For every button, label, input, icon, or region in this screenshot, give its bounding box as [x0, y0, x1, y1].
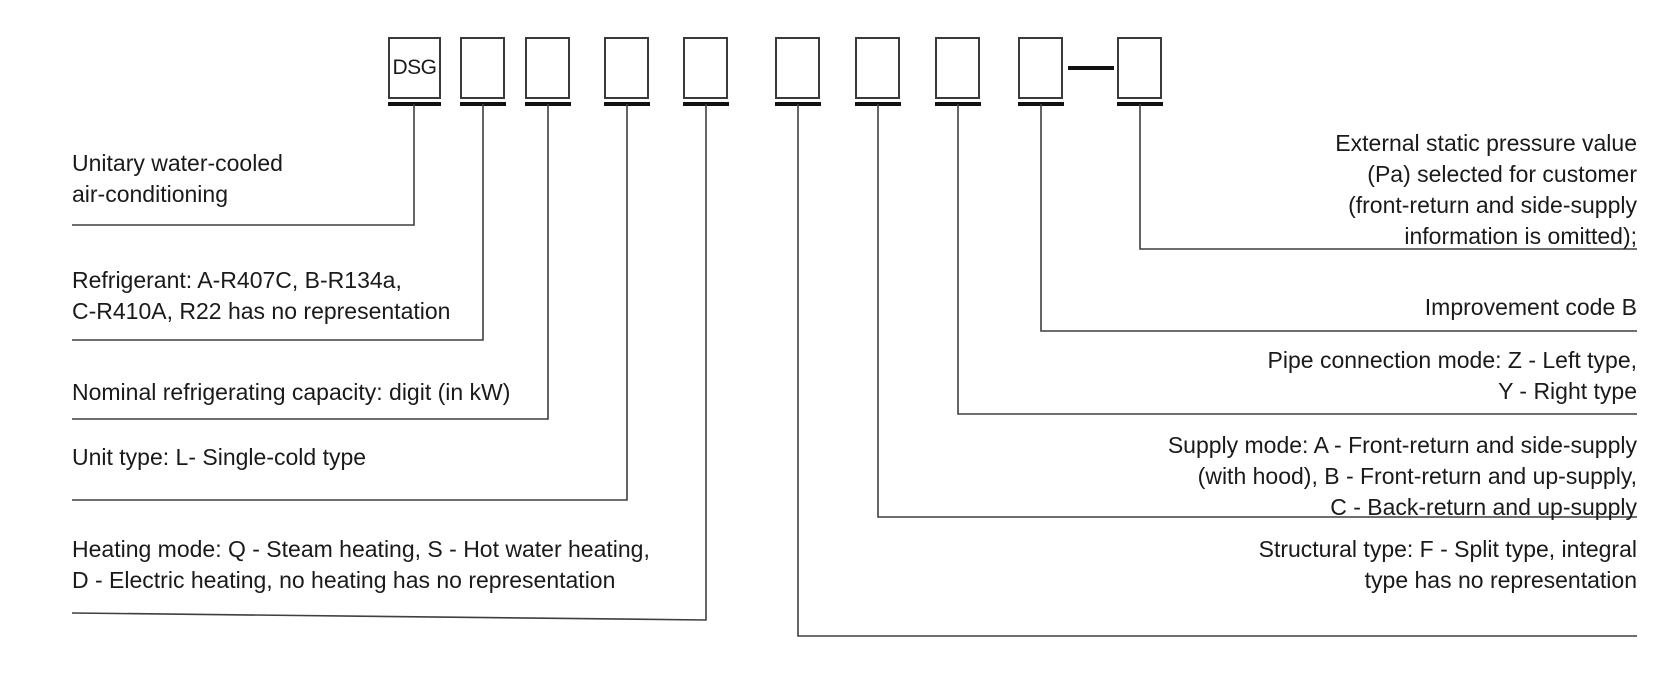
callout-supply: Supply mode: A - Front-return and side-s…	[1167, 432, 1637, 520]
leader-improvement	[1040, 104, 1637, 332]
box-dsg-label: DSG	[392, 56, 437, 79]
box-pipe	[935, 37, 980, 99]
callout-heating: Heating mode: Q - Steam heating, S - Hot…	[72, 536, 650, 593]
box-structural	[775, 37, 820, 99]
leader-capacity	[72, 104, 549, 420]
box-improve	[1018, 37, 1063, 99]
callout-pressure: External static pressure value (Pa) sele…	[1335, 130, 1637, 249]
callout-refrigerant: Refrigerant: A-R407C, B-R134a, C-R410A, …	[72, 267, 451, 324]
leader-unitary	[72, 104, 415, 226]
callout-capacity: Nominal refrigerating capacity: digit (i…	[72, 379, 511, 405]
callout-pipe: Pipe connection mode: Z - Left type, Y -…	[1267, 347, 1637, 404]
leader-heating	[71, 104, 707, 621]
leader-structural	[797, 104, 1637, 637]
box-refrigerant	[460, 37, 505, 99]
leader-pipe	[957, 104, 1637, 415]
leader-refrigerant	[72, 104, 484, 341]
leader-path-group	[71, 104, 1637, 637]
box-unit-type	[604, 37, 649, 99]
callout-unitary: Unitary water-cooled air-conditioning	[72, 150, 283, 207]
leader-supply	[877, 104, 1637, 518]
callout-improvement: Improvement code B	[1424, 294, 1637, 320]
box-capacity	[525, 37, 570, 99]
callout-structural: Structural type: F - Split type, integra…	[1258, 536, 1637, 593]
leader-unit-type	[72, 104, 628, 501]
box-dsg: DSG	[388, 37, 441, 99]
box-supply	[855, 37, 900, 99]
leader-pressure	[1139, 104, 1637, 250]
box-pressure	[1117, 37, 1162, 99]
callout-unit-type: Unit type: L- Single-cold type	[72, 444, 367, 470]
box-heating	[683, 37, 728, 99]
